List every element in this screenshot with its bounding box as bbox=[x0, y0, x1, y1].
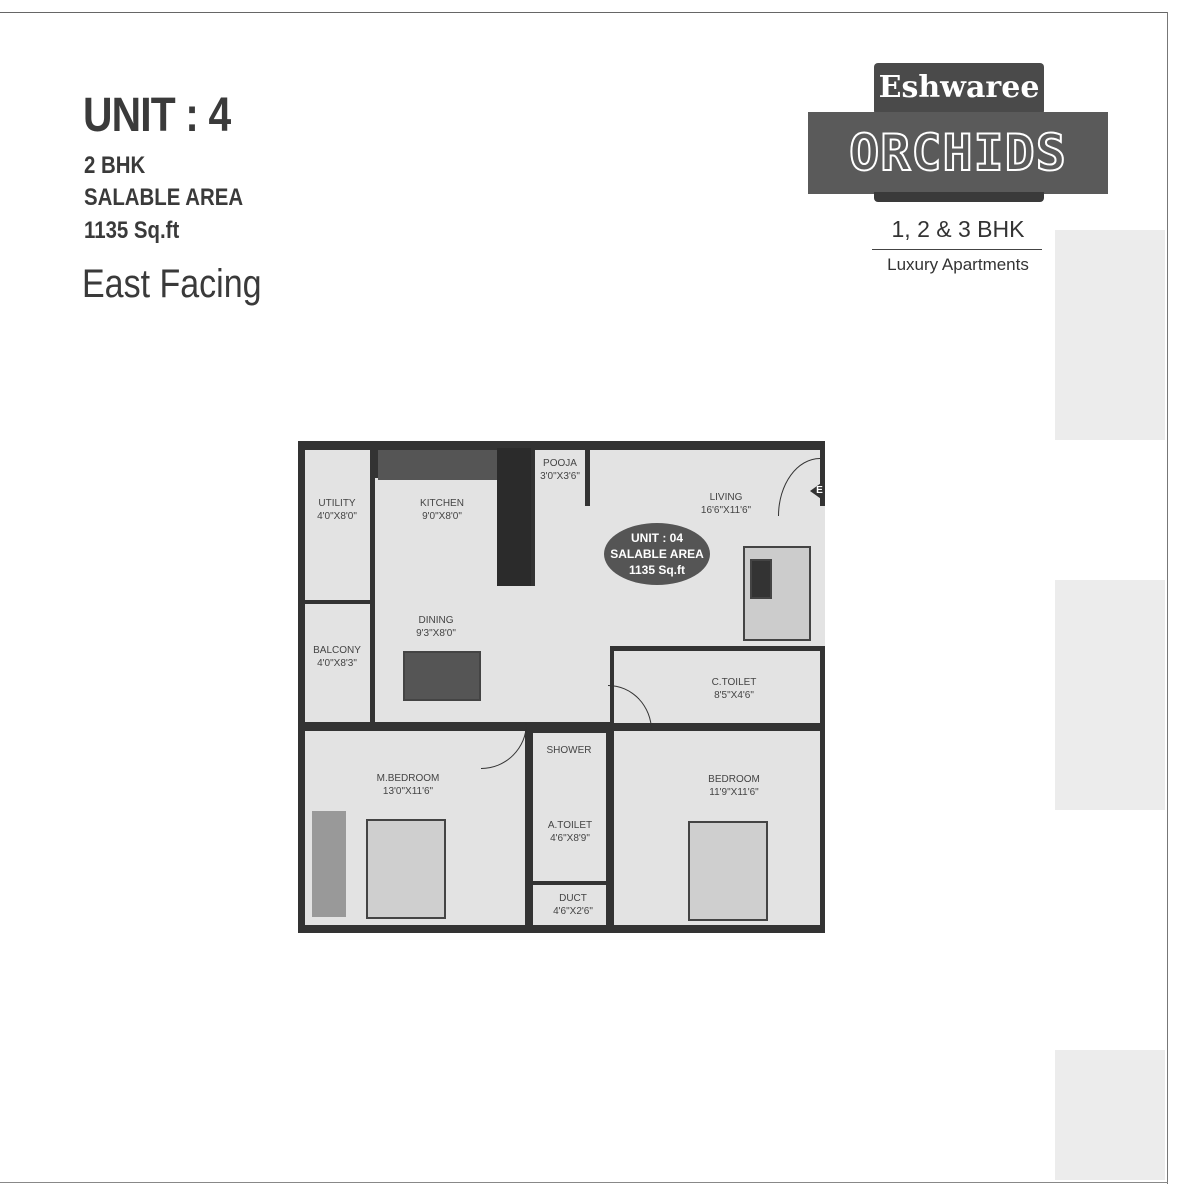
room-kitchen bbox=[375, 478, 497, 588]
page-border-top bbox=[0, 12, 1168, 13]
logo-offer: 1, 2 & 3 BHK bbox=[891, 216, 1025, 242]
dining-table bbox=[403, 651, 481, 701]
logo-divider bbox=[872, 249, 1042, 250]
logo-bottom-bar bbox=[874, 192, 1044, 202]
scan-bleed bbox=[1055, 1050, 1165, 1180]
badge-area-value: 1135 Sq.ft bbox=[628, 563, 686, 577]
facing: East Facing bbox=[82, 262, 262, 306]
room-c-toilet bbox=[614, 651, 820, 723]
room-a-toilet bbox=[533, 733, 606, 881]
logo-tagline: Luxury Apartments bbox=[887, 255, 1029, 274]
room-label: SHOWER bbox=[546, 745, 592, 756]
room-living-upper bbox=[590, 450, 820, 520]
room-utility bbox=[305, 450, 370, 600]
entrance-label: E bbox=[816, 485, 823, 496]
page-border-bottom bbox=[0, 1182, 1168, 1183]
room-balcony bbox=[305, 604, 370, 722]
badge-area-label: SALABLE AREA bbox=[610, 547, 704, 561]
room-duct bbox=[533, 885, 606, 925]
unit-type: 2 BHK bbox=[84, 152, 146, 179]
scan-bleed bbox=[1055, 230, 1165, 440]
unit-badge: UNIT : 04 SALABLE AREA 1135 Sq.ft bbox=[604, 523, 710, 585]
logo-brand-main: ORCHIDS bbox=[808, 112, 1108, 194]
wardrobe bbox=[312, 811, 346, 917]
kitchen-counter bbox=[497, 448, 531, 591]
room-pooja bbox=[535, 450, 585, 510]
m-bedroom-bed bbox=[366, 819, 446, 919]
badge-unit: UNIT : 04 bbox=[630, 531, 683, 545]
kitchen-sink-stove bbox=[378, 450, 498, 480]
page-border-right bbox=[1167, 12, 1168, 1184]
floor-plan: E UNIT : 04 SALABLE AREA 1135 Sq.ft UTIL… bbox=[298, 441, 825, 933]
bedroom-bed bbox=[688, 821, 768, 921]
coffee-table bbox=[750, 559, 772, 599]
scan-bleed bbox=[1055, 580, 1165, 810]
unit-title: UNIT : 4 bbox=[83, 89, 231, 142]
area-label: SALABLE AREA bbox=[84, 184, 244, 211]
logo-brand-top: Eshwaree bbox=[874, 63, 1044, 115]
area-value: 1135 Sq.ft bbox=[84, 217, 180, 244]
